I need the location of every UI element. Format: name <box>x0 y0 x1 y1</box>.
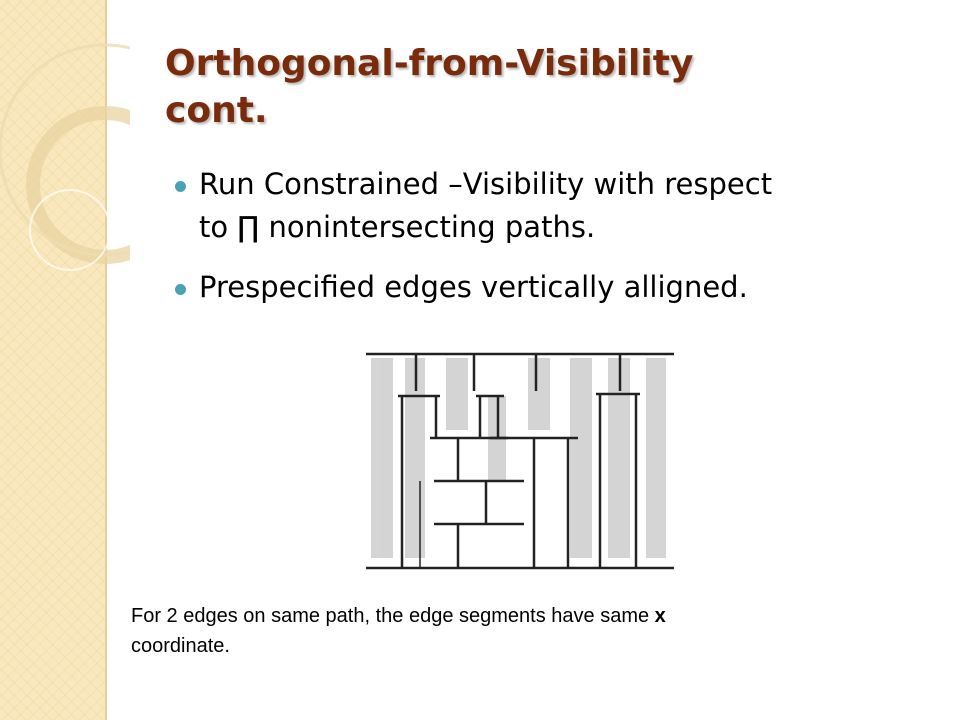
bullet-1-line1: Run Constrained –Visibility with respect <box>199 167 773 201</box>
bullet-2-line1: Prespecified edges vertically alligned. <box>199 270 748 304</box>
diagram-lines <box>366 352 674 570</box>
bullet-list: Run Constrained –Visibility with respect… <box>175 163 915 326</box>
visibility-diagram <box>366 352 674 570</box>
bullet-icon <box>175 284 186 295</box>
caption-bold-x: x <box>654 605 666 627</box>
bullet-item-2: Prespecified edges vertically alligned. <box>175 266 915 309</box>
decorative-arcs-icon <box>0 43 130 271</box>
slide-title: Orthogonal-from-Visibility cont. <box>165 40 885 134</box>
diagram-shaded-columns <box>371 358 666 558</box>
side-divider-line <box>105 0 107 720</box>
caption-text-before: For 2 edges on same path, the edge segme… <box>131 605 655 627</box>
slide-title-line1: Orthogonal-from-Visibility <box>165 43 694 84</box>
figure-caption: For 2 edges on same path, the edge segme… <box>131 601 871 661</box>
bullet-item-1: Run Constrained –Visibility with respect… <box>175 163 915 249</box>
bullet-1-line2: to ∏ nonintersecting paths. <box>199 210 596 244</box>
slide-title-line2: cont. <box>165 90 268 131</box>
caption-text-after: coordinate. <box>131 635 230 657</box>
bullet-icon <box>175 181 186 192</box>
